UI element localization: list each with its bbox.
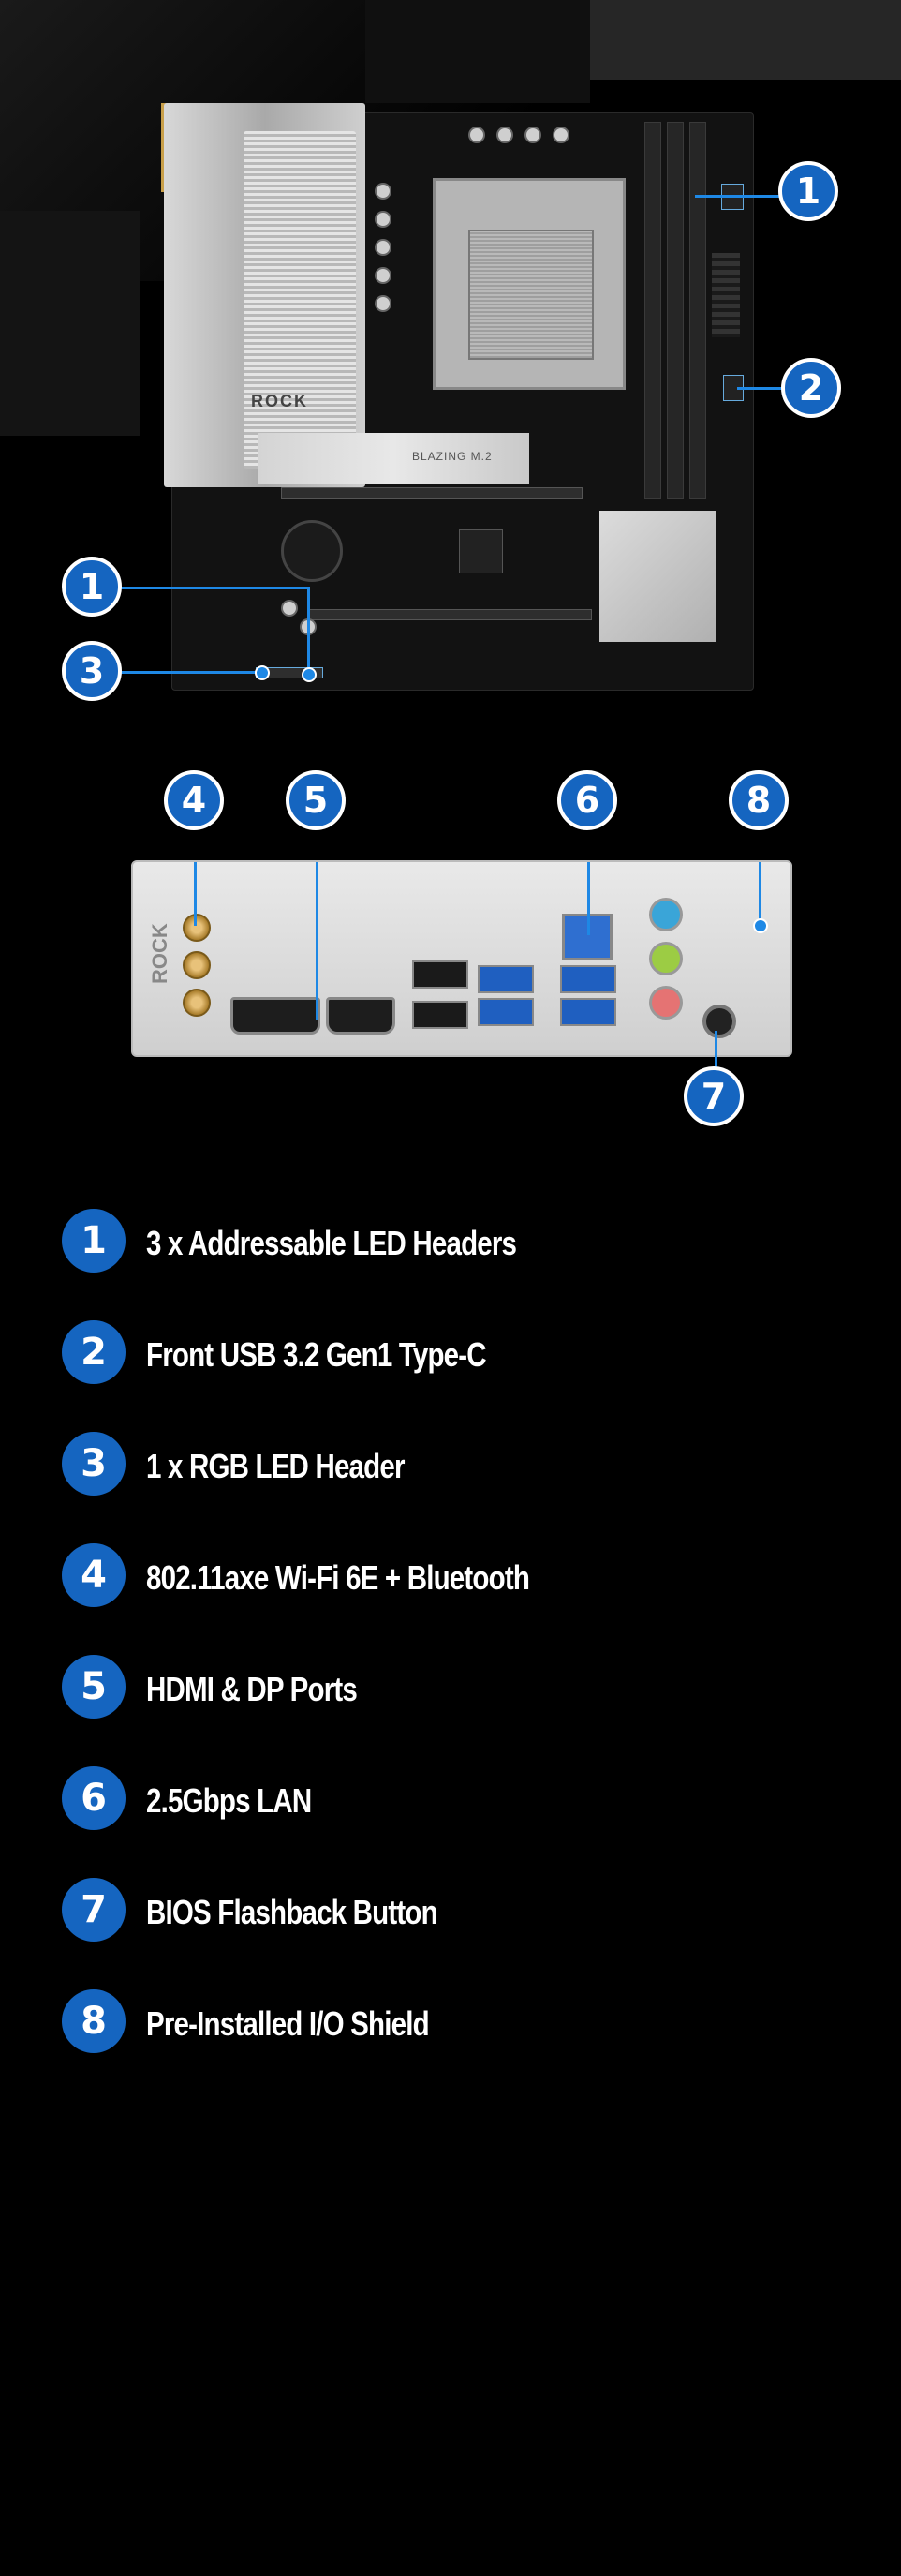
callout-line [587,862,590,935]
callout-dot [302,667,317,682]
callout-circle-8: 8 [729,770,789,830]
bios-flashback-button [702,1005,736,1038]
background-texture [0,211,140,436]
feature-label: HDMI & DP Ports [146,1670,358,1708]
feature-number: 5 [62,1655,126,1719]
callout-circle-1: 1 [778,161,838,221]
m2-heatsink [258,433,529,484]
dimm-slot [689,122,706,499]
feature-item: 4 802.11axe Wi-Fi 6E + Bluetooth [62,1543,867,1609]
usb-port [412,1001,468,1029]
pcie-slot [309,609,592,620]
callout-circle-4: 4 [164,770,224,830]
callout-circle-2: 2 [781,358,841,418]
capacitor [496,127,513,143]
feature-item: 2 Front USB 3.2 Gen1 Type-C [62,1320,867,1386]
background-texture [365,0,590,103]
capacitor [375,239,391,256]
feature-number: 2 [62,1320,126,1384]
usb3-port [560,965,616,993]
audio-jack-blue [649,898,683,931]
usb3-port [478,965,534,993]
callout-line [715,1031,717,1068]
feature-item: 3 1 x RGB LED Header [62,1432,867,1497]
feature-label: 3 x Addressable LED Headers [146,1224,517,1262]
feature-label: 1 x RGB LED Header [146,1447,405,1485]
audio-jack-pink [649,986,683,1020]
dimm-slot [667,122,684,499]
callout-line [737,387,784,390]
feature-number: 4 [62,1543,126,1607]
chipset-heatsink [599,511,716,642]
displayport-port [230,997,320,1035]
callout-dot [255,665,270,680]
callout-line [695,195,781,198]
usb3-port [560,998,616,1026]
callout-circle-6: 6 [557,770,617,830]
feature-label: 802.11axe Wi-Fi 6E + Bluetooth [146,1558,530,1597]
callout-line [194,862,197,926]
capacitor [524,127,541,143]
antenna-connector [183,989,211,1017]
callout-line [112,671,262,674]
feature-number: 3 [62,1432,126,1496]
callout-circle-5: 5 [286,770,346,830]
feature-label: Front USB 3.2 Gen1 Type-C [146,1335,487,1374]
capacitor [553,127,569,143]
board-brand-label: ROCK [251,392,308,410]
antenna-connector [183,951,211,979]
callout-line [316,862,318,1020]
callout-circle-1b: 1 [62,557,122,617]
feature-label: 2.5Gbps LAN [146,1781,312,1820]
capacitor [468,127,485,143]
feature-item: 1 3 x Addressable LED Headers [62,1209,867,1274]
callout-line [112,587,309,589]
feature-number: 1 [62,1209,126,1273]
usb-port [412,960,468,989]
pcie-slot [281,487,583,499]
capacitor [375,211,391,228]
callout-dot [753,918,768,933]
capacitor [375,267,391,284]
antenna-connector [183,914,211,942]
callout-circle-7: 7 [684,1066,744,1126]
m2-label: BLAZING M.2 [412,450,493,463]
feature-number: 8 [62,1989,126,2053]
capacitor [281,600,298,617]
audio-jack-green [649,942,683,975]
callout-circle-3: 3 [62,641,122,701]
io-brand-label: ROCK [148,923,171,984]
controller-chip [459,529,503,573]
feature-number: 7 [62,1878,126,1942]
cpu-socket-pins [468,230,594,360]
background-texture [590,0,901,80]
feature-item: 8 Pre-Installed I/O Shield [62,1989,867,2055]
dimm-slot [644,122,661,499]
feature-number: 6 [62,1766,126,1830]
feature-item: 5 HDMI & DP Ports [62,1655,867,1720]
callout-line [307,587,310,673]
feature-item: 7 BIOS Flashback Button [62,1878,867,1943]
feature-label: BIOS Flashback Button [146,1893,438,1931]
feature-item: 6 2.5Gbps LAN [62,1766,867,1832]
vrm-heatsink [164,103,365,487]
usb3-port [478,998,534,1026]
capacitor [375,183,391,200]
capacitor [375,295,391,312]
atx-power-connector [712,253,740,337]
feature-label: Pre-Installed I/O Shield [146,2004,430,2043]
hdmi-port [326,997,395,1035]
callout-line [759,862,761,920]
cmos-battery [281,520,343,582]
